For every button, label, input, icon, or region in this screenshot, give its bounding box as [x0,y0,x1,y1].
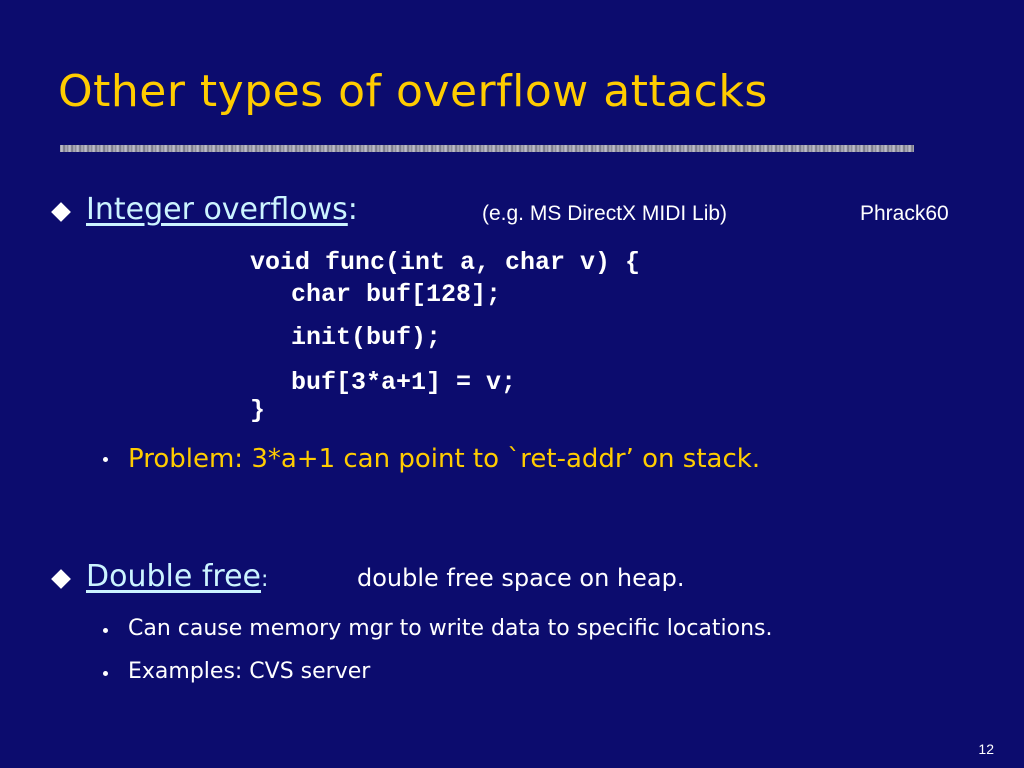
diamond-bullet-icon [51,569,71,589]
code-line: init(buf); [291,323,442,352]
sub-bullet-dot-icon [103,457,108,462]
code-line: void func(int a, char v) { [250,248,641,277]
bullet-term: Integer overflows [86,192,348,227]
bullet-double-free: Double free: [86,559,268,594]
bullet-colon: : [347,192,358,227]
bullet-term: Double free [86,559,261,594]
bullet-integer-overflows: Integer overflows: [86,192,358,227]
reference-label: Phrack60 [860,202,949,225]
sub-bullet-dot-icon [103,671,108,676]
slide-title: Other types of overflow attacks [58,66,768,117]
diamond-bullet-icon [51,202,71,222]
bullet-colon: : [261,567,269,592]
sub-point-problem: Problem: 3*a+1 can point to `ret-addr’ o… [128,444,761,474]
code-line: buf[3*a+1] = v; [291,368,517,397]
bullet-note: (e.g. MS DirectX MIDI Lib) [482,202,728,225]
page-number: 12 [978,741,994,757]
sub-point: Examples: CVS server [128,659,371,684]
code-line: char buf[128]; [291,280,502,309]
sub-point: Can cause memory mgr to write data to sp… [128,616,773,641]
sub-bullet-dot-icon [103,628,108,633]
bullet-note: double free space on heap. [357,564,685,592]
title-divider [60,145,914,152]
code-line: } [250,396,266,425]
